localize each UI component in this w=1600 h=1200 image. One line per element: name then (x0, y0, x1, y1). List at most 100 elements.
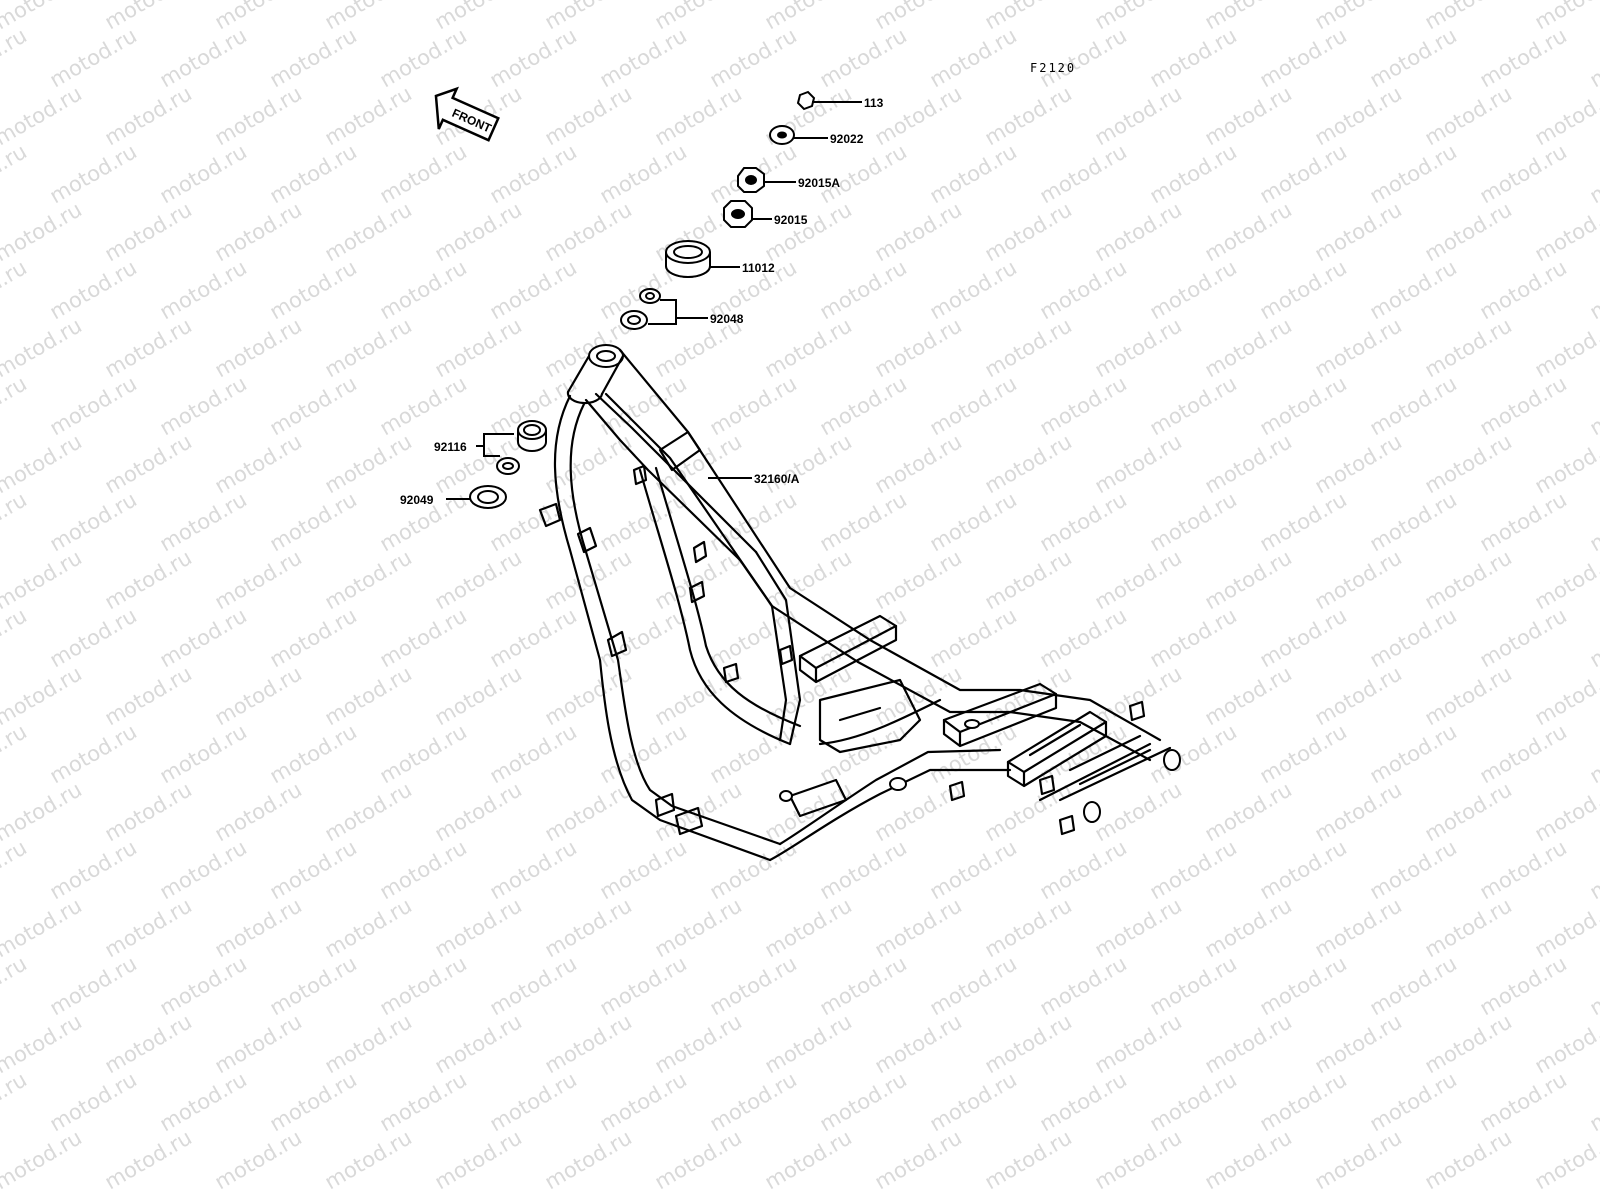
watermark-text: motod.ru (981, 81, 1076, 150)
watermark-text: motod.ru (926, 951, 1021, 1020)
bearing-upper-icon (620, 288, 661, 330)
watermark-text: motod.ru (816, 951, 911, 1020)
watermark-text: motod.ru (0, 23, 31, 92)
watermark-text: motod.ru (1421, 777, 1516, 846)
watermark-text: motod.ru (321, 1009, 416, 1078)
watermark-text: motod.ru (981, 429, 1076, 498)
watermark-text: motod.ru (0, 1067, 31, 1136)
watermark-text: motod.ru (816, 139, 911, 208)
watermark-text: motod.ru (1256, 835, 1351, 904)
watermark-text: motod.ru (1311, 1009, 1406, 1078)
watermark-text: motod.ru (211, 893, 306, 962)
watermark-text: motod.ru (706, 719, 801, 788)
watermark-text: motod.ru (706, 951, 801, 1020)
watermark-text: motod.ru (1476, 1067, 1571, 1136)
watermark-text: motod.ru (1531, 81, 1600, 150)
watermark-text: motod.ru (871, 893, 966, 962)
watermark-text: motod.ru (541, 197, 636, 266)
watermark-text: motod.ru (541, 81, 636, 150)
watermark-text: motod.ru (1531, 661, 1600, 730)
watermark-text: motod.ru (1036, 951, 1131, 1020)
watermark-text: motod.ru (871, 545, 966, 614)
watermark-text: motod.ru (1366, 1067, 1461, 1136)
watermark-text: motod.ru (0, 1009, 86, 1078)
watermark-text: motod.ru (486, 1067, 581, 1136)
watermark-text: motod.ru (321, 429, 416, 498)
watermark-text: motod.ru (1091, 313, 1186, 382)
watermark-text: motod.ru (651, 893, 746, 962)
watermark-text: motod.ru (1311, 81, 1406, 150)
watermark-text: motod.ru (926, 371, 1021, 440)
watermark-text: motod.ru (211, 777, 306, 846)
watermark-text: motod.ru (266, 835, 361, 904)
watermark-text: motod.ru (0, 371, 31, 440)
watermark-text: motod.ru (376, 371, 471, 440)
watermark-text: motod.ru (211, 429, 306, 498)
watermark-text: motod.ru (1311, 197, 1406, 266)
frame-illustration (538, 344, 1181, 862)
watermark-text: motod.ru (101, 893, 196, 962)
watermark-text: motod.ru (101, 1009, 196, 1078)
watermark-text: motod.ru (1421, 893, 1516, 962)
watermark-text: motod.ru (1421, 313, 1516, 382)
watermark-text: motod.ru (981, 0, 1076, 34)
seal-icon (469, 485, 507, 509)
watermark-text: motod.ru (761, 313, 856, 382)
watermark-text: motod.ru (596, 951, 691, 1020)
watermark-text: motod.ru (1201, 429, 1296, 498)
watermark-text: motod.ru (1311, 313, 1406, 382)
watermark-text: motod.ru (1201, 1125, 1296, 1194)
watermark-text: motod.ru (1036, 487, 1131, 556)
watermark-text: motod.ru (1201, 545, 1296, 614)
watermark-text: motod.ru (266, 23, 361, 92)
watermark-text: motod.ru (376, 23, 471, 92)
watermark-text: motod.ru (266, 371, 361, 440)
watermark-text: motod.ru (541, 0, 636, 34)
watermark-text: motod.ru (1421, 429, 1516, 498)
watermark-text: motod.ru (1256, 23, 1351, 92)
watermark-text: motod.ru (871, 197, 966, 266)
watermark-text: motod.ru (156, 1067, 251, 1136)
watermark-text: motod.ru (0, 487, 31, 556)
watermark-text: motod.ru (926, 719, 1021, 788)
watermark-text: motod.ru (0, 545, 86, 614)
watermark-text: motod.ru (1036, 255, 1131, 324)
watermark-text: motod.ru (321, 313, 416, 382)
watermark-text: motod.ru (1256, 139, 1351, 208)
watermark-text: motod.ru (1586, 139, 1600, 208)
watermark-text: motod.ru (431, 0, 526, 34)
watermark-text: motod.ru (156, 487, 251, 556)
figure-code: F2120 (1030, 61, 1076, 75)
watermark-text: motod.ru (1201, 777, 1296, 846)
watermark-text: motod.ru (321, 1125, 416, 1194)
watermark-text: motod.ru (431, 313, 526, 382)
watermark-text: motod.ru (376, 719, 471, 788)
bolt-icon (796, 90, 820, 111)
watermark-text: motod.ru (431, 893, 526, 962)
watermark-text: motod.ru (46, 951, 141, 1020)
part-label-92022: 92022 (830, 132, 864, 146)
watermark-text: motod.ru (1586, 603, 1600, 672)
nut-lower-icon (723, 200, 753, 228)
watermark-text: motod.ru (0, 835, 31, 904)
watermark-text: motod.ru (1476, 255, 1571, 324)
watermark-text: motod.ru (1366, 255, 1461, 324)
watermark-text: motod.ru (376, 139, 471, 208)
watermark-text: motod.ru (1476, 371, 1571, 440)
watermark-text: motod.ru (101, 0, 196, 34)
watermark-text: motod.ru (926, 23, 1021, 92)
watermark-text: motod.ru (101, 1125, 196, 1194)
nut-upper-icon (737, 167, 765, 193)
watermark-text: motod.ru (761, 429, 856, 498)
watermark-text: motod.ru (321, 661, 416, 730)
watermark-text: motod.ru (1476, 487, 1571, 556)
watermark-text: motod.ru (1531, 429, 1600, 498)
watermark-text: motod.ru (376, 255, 471, 324)
watermark-text: motod.ru (1586, 371, 1600, 440)
watermark-text: motod.ru (1531, 0, 1600, 34)
watermark-text: motod.ru (0, 603, 31, 672)
watermark-text: motod.ru (1201, 81, 1296, 150)
watermark-text: motod.ru (376, 603, 471, 672)
watermark-text: motod.ru (1421, 0, 1516, 34)
watermark-text: motod.ru (706, 23, 801, 92)
